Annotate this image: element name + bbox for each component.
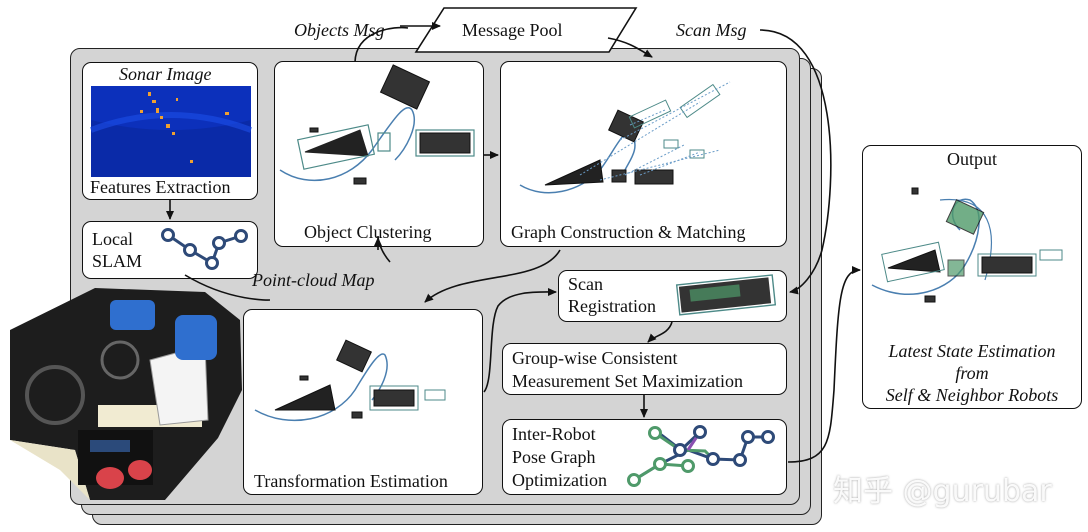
slam-graph-icon xyxy=(161,228,248,270)
message-pool-shape xyxy=(414,7,638,53)
pgo-graph-icon xyxy=(627,425,775,487)
graph-matching-map xyxy=(519,81,731,194)
objects-msg-arrow xyxy=(354,26,409,63)
transformation-box xyxy=(243,309,483,495)
output-title: Output xyxy=(946,149,997,169)
pgo-to-output-arrow xyxy=(787,266,861,463)
scan-registration-label-1: Scan xyxy=(568,274,603,294)
message-pool-label: Message Pool xyxy=(462,20,563,40)
pgo-label-1: Inter-Robot xyxy=(512,424,596,444)
gcm-label-2: Measurement Set Maximization xyxy=(512,371,743,391)
output-line-3: Self & Neighbor Robots xyxy=(885,385,1059,405)
scan-msg-label: Scan Msg xyxy=(676,20,747,40)
object-clustering-map xyxy=(279,64,475,185)
pgo-label-2: Pose Graph xyxy=(512,447,596,467)
output-box xyxy=(862,145,1082,409)
scan-registration-thumb xyxy=(675,274,777,316)
graph-matching-box xyxy=(500,61,787,247)
local-slam-label-1: Local xyxy=(92,229,133,249)
transform-to-scan-arrow xyxy=(483,287,557,393)
transformation-map xyxy=(254,339,446,422)
features-extraction-label: Features Extraction xyxy=(90,177,231,197)
objects-msg-label: Objects Msg xyxy=(294,20,385,40)
graph-to-transform-arrow xyxy=(424,249,561,303)
output-map xyxy=(871,187,1063,303)
scan-registration-label-2: Registration xyxy=(568,296,656,316)
sonar-image xyxy=(89,86,253,177)
local-slam-label-2: SLAM xyxy=(92,251,143,271)
output-line-2: from xyxy=(955,363,989,383)
gcm-box xyxy=(502,343,787,395)
transformation-label: Transformation Estimation xyxy=(254,471,448,491)
watermark: 知乎 @gurubar xyxy=(833,474,1052,509)
output-line-1: Latest State Estimation xyxy=(888,341,1056,361)
sonar-image-title: Sonar Image xyxy=(119,64,212,84)
robot-image xyxy=(10,288,242,500)
object-clustering-box xyxy=(274,61,484,247)
gcm-label-1: Group-wise Consistent xyxy=(512,348,678,368)
scan-msg-arrow xyxy=(759,29,832,295)
object-clustering-label: Object Clustering xyxy=(304,222,432,242)
local-slam-box xyxy=(82,221,258,279)
graph-matching-label: Graph Construction & Matching xyxy=(511,222,746,242)
pgo-label-3: Optimization xyxy=(512,470,607,490)
pool-to-graph-arrow xyxy=(607,37,653,58)
point-cloud-map-label: Point-cloud Map xyxy=(252,270,375,290)
